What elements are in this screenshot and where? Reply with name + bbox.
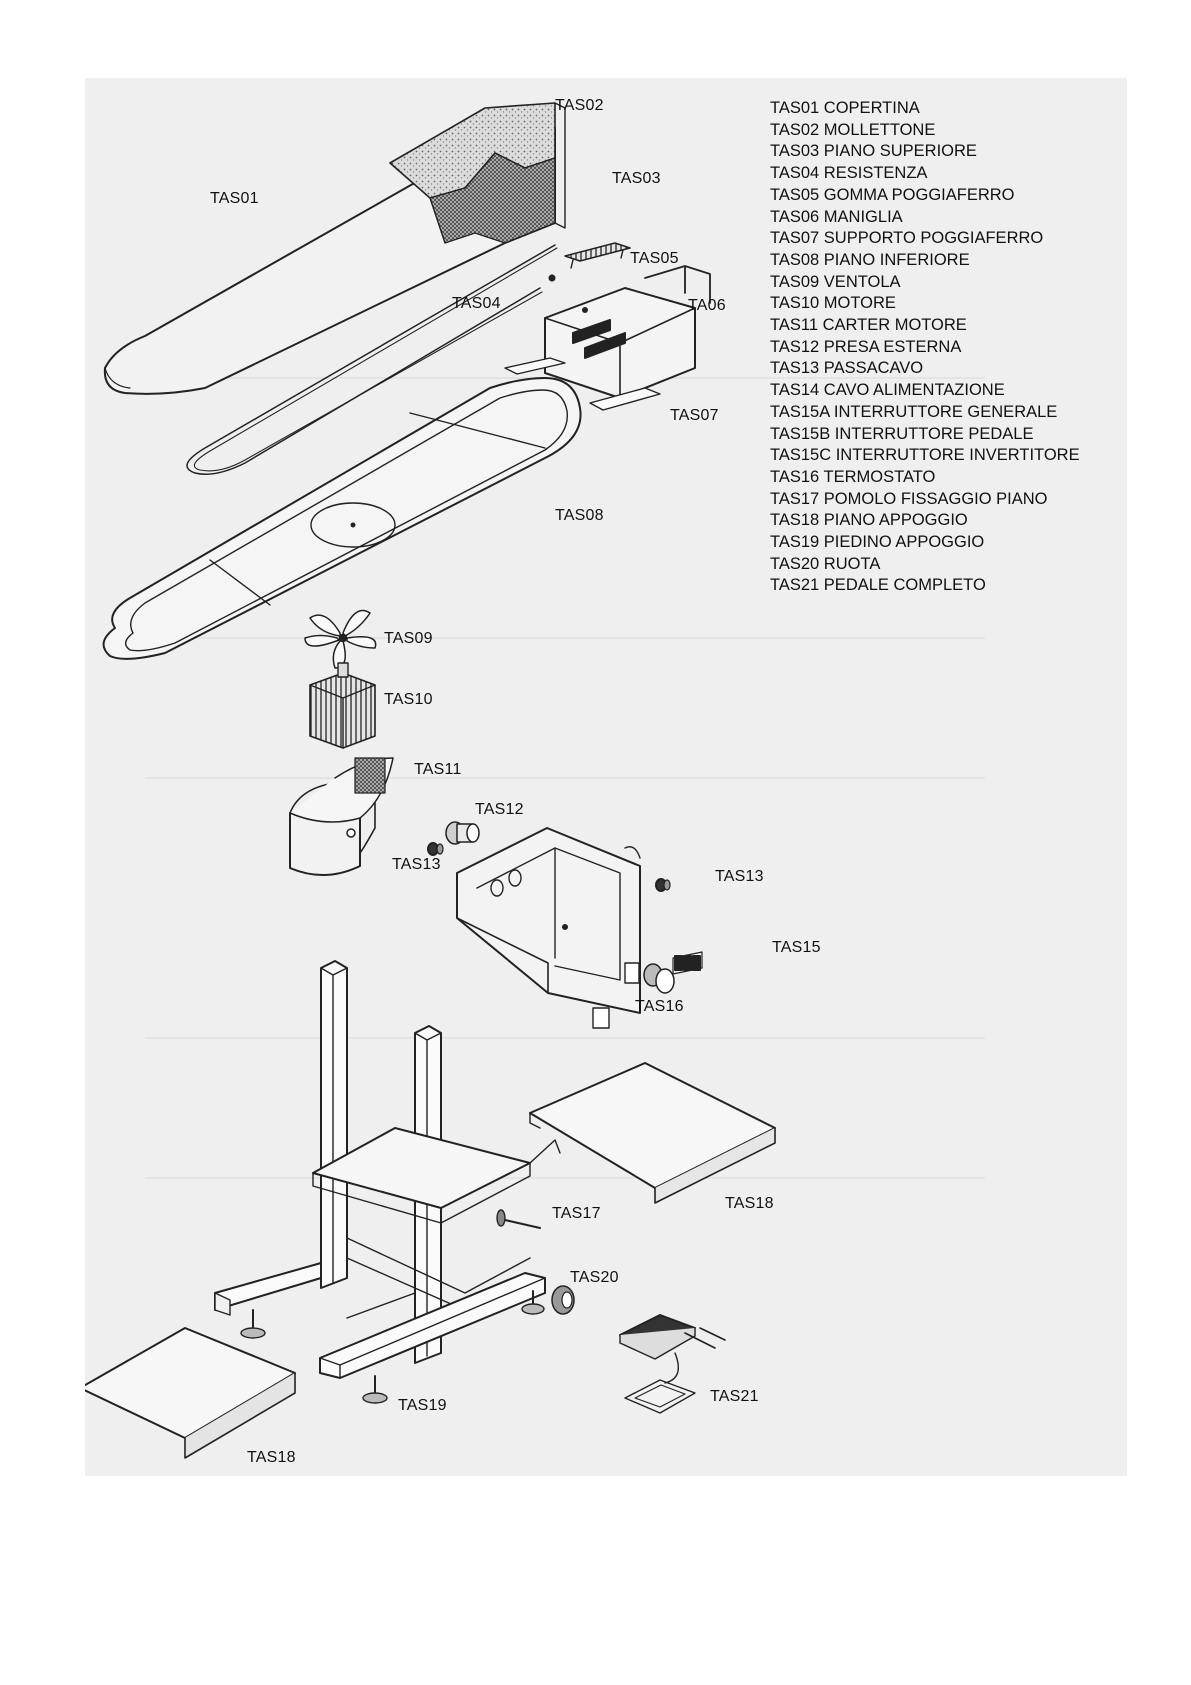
callout-tas09: TAS09	[384, 630, 433, 647]
leveling-foot-part	[240, 1290, 545, 1404]
diagram-sheet: TAS01 COPERTINA TAS02 MOLLETTONE TAS03 PIA…	[85, 78, 1127, 1476]
legend-item: TAS16 TERMOSTATO	[770, 467, 936, 486]
exploded-view-drawing	[85, 102, 985, 1459]
parts-legend: TAS01 COPERTINA TAS02 MOLLETTONE TAS03 PIA…	[770, 98, 1080, 597]
iron-rest-support-part	[504, 265, 711, 411]
legend-item: TAS21 PEDALE COMPLETO	[770, 576, 986, 595]
callout-tas05: TAS05	[630, 250, 679, 267]
background-residue	[145, 377, 985, 1179]
external-socket-part	[445, 821, 480, 845]
legend-item: TAS05 GOMMA POGGIAFERRO	[770, 185, 1015, 204]
callout-tas15: TAS15	[772, 939, 821, 956]
legend-item: TAS15C INTERRUTTORE INVERTITORE	[770, 446, 1080, 465]
callout-tas13-right: TAS13	[715, 868, 764, 885]
fan-part	[304, 609, 377, 669]
switches-part	[672, 951, 703, 975]
legend-item: TAS08 PIANO INFERIORE	[770, 250, 970, 269]
legend-item: TAS20 RUOTA	[770, 554, 881, 573]
callout-tas03: TAS03	[612, 170, 661, 187]
pedal-part	[619, 1314, 726, 1414]
motor-part	[309, 662, 376, 749]
callout-tas18-left: TAS18	[247, 1449, 296, 1466]
thermostat-part	[643, 963, 675, 994]
callout-tas10: TAS10	[384, 691, 433, 708]
legend-item: TAS06 MANIGLIA	[770, 207, 903, 226]
motor-guard-part	[289, 757, 394, 877]
support-shelf-left-part	[85, 1327, 296, 1459]
callout-tas18-right: TAS18	[725, 1195, 774, 1212]
legend-item: TAS17 POMOLO FISSAGGIO PIANO	[770, 489, 1048, 508]
iron-rest-rubber-part	[548, 242, 631, 282]
legend-item: TAS13 PASSACAVO	[770, 359, 924, 378]
callout-ta06: TA06	[688, 297, 726, 314]
callout-tas21: TAS21	[710, 1388, 759, 1405]
control-box-part	[456, 827, 641, 1029]
callout-tas13-left: TAS13	[392, 856, 441, 873]
legend-item: TAS12 PRESA ESTERNA	[770, 337, 962, 356]
legend-item: TAS15A INTERRUTTORE GENERALE	[770, 402, 1058, 421]
callout-tas02: TAS02	[555, 97, 604, 114]
legend-item: TAS07 SUPPORTO POGGIAFERRO	[770, 229, 1044, 248]
callout-tas11: TAS11	[414, 761, 462, 778]
callout-tas01: TAS01	[210, 190, 259, 207]
legend-item: TAS18 PIANO APPOGGIO	[770, 511, 968, 530]
wheel-part	[551, 1285, 575, 1315]
heating-element-part	[186, 244, 558, 475]
legend-item: TAS01 COPERTINA	[770, 99, 920, 117]
fixing-knob-part	[496, 1209, 541, 1229]
callout-tas04: TAS04	[452, 295, 501, 312]
legend-item: TAS11 CARTER MOTORE	[770, 316, 967, 335]
callout-tas17: TAS17	[552, 1205, 601, 1222]
legend-item: TAS04 RESISTENZA	[770, 164, 928, 183]
lower-board-part	[102, 377, 582, 660]
callout-tas12: TAS12	[475, 801, 524, 818]
callout-tas08: TAS08	[555, 507, 604, 524]
board-pad-part	[389, 102, 566, 244]
legend-item: TAS10 MOTORE	[770, 294, 896, 313]
callout-tas07: TAS07	[670, 407, 719, 424]
legend-item: TAS19 PIEDINO APPOGGIO	[770, 533, 985, 552]
callout-tas20: TAS20	[570, 1269, 619, 1286]
cable-grommet-left-part	[427, 842, 444, 856]
support-shelf-right-part	[529, 1062, 776, 1204]
legend-item: TAS03 PIANO SUPERIORE	[770, 142, 977, 161]
callout-tas19: TAS19	[398, 1397, 447, 1414]
legend-item: TAS09 VENTOLA	[770, 272, 901, 291]
callout-tas16: TAS16	[635, 998, 684, 1015]
stand-frame-part	[214, 960, 561, 1379]
legend-item: TAS02 MOLLETTONE	[770, 120, 936, 139]
legend-item: TAS15B INTERRUTTORE PEDALE	[770, 424, 1034, 443]
cable-grommet-right-part	[655, 878, 671, 892]
legend-item: TAS14 CAVO ALIMENTAZIONE	[770, 381, 1005, 400]
